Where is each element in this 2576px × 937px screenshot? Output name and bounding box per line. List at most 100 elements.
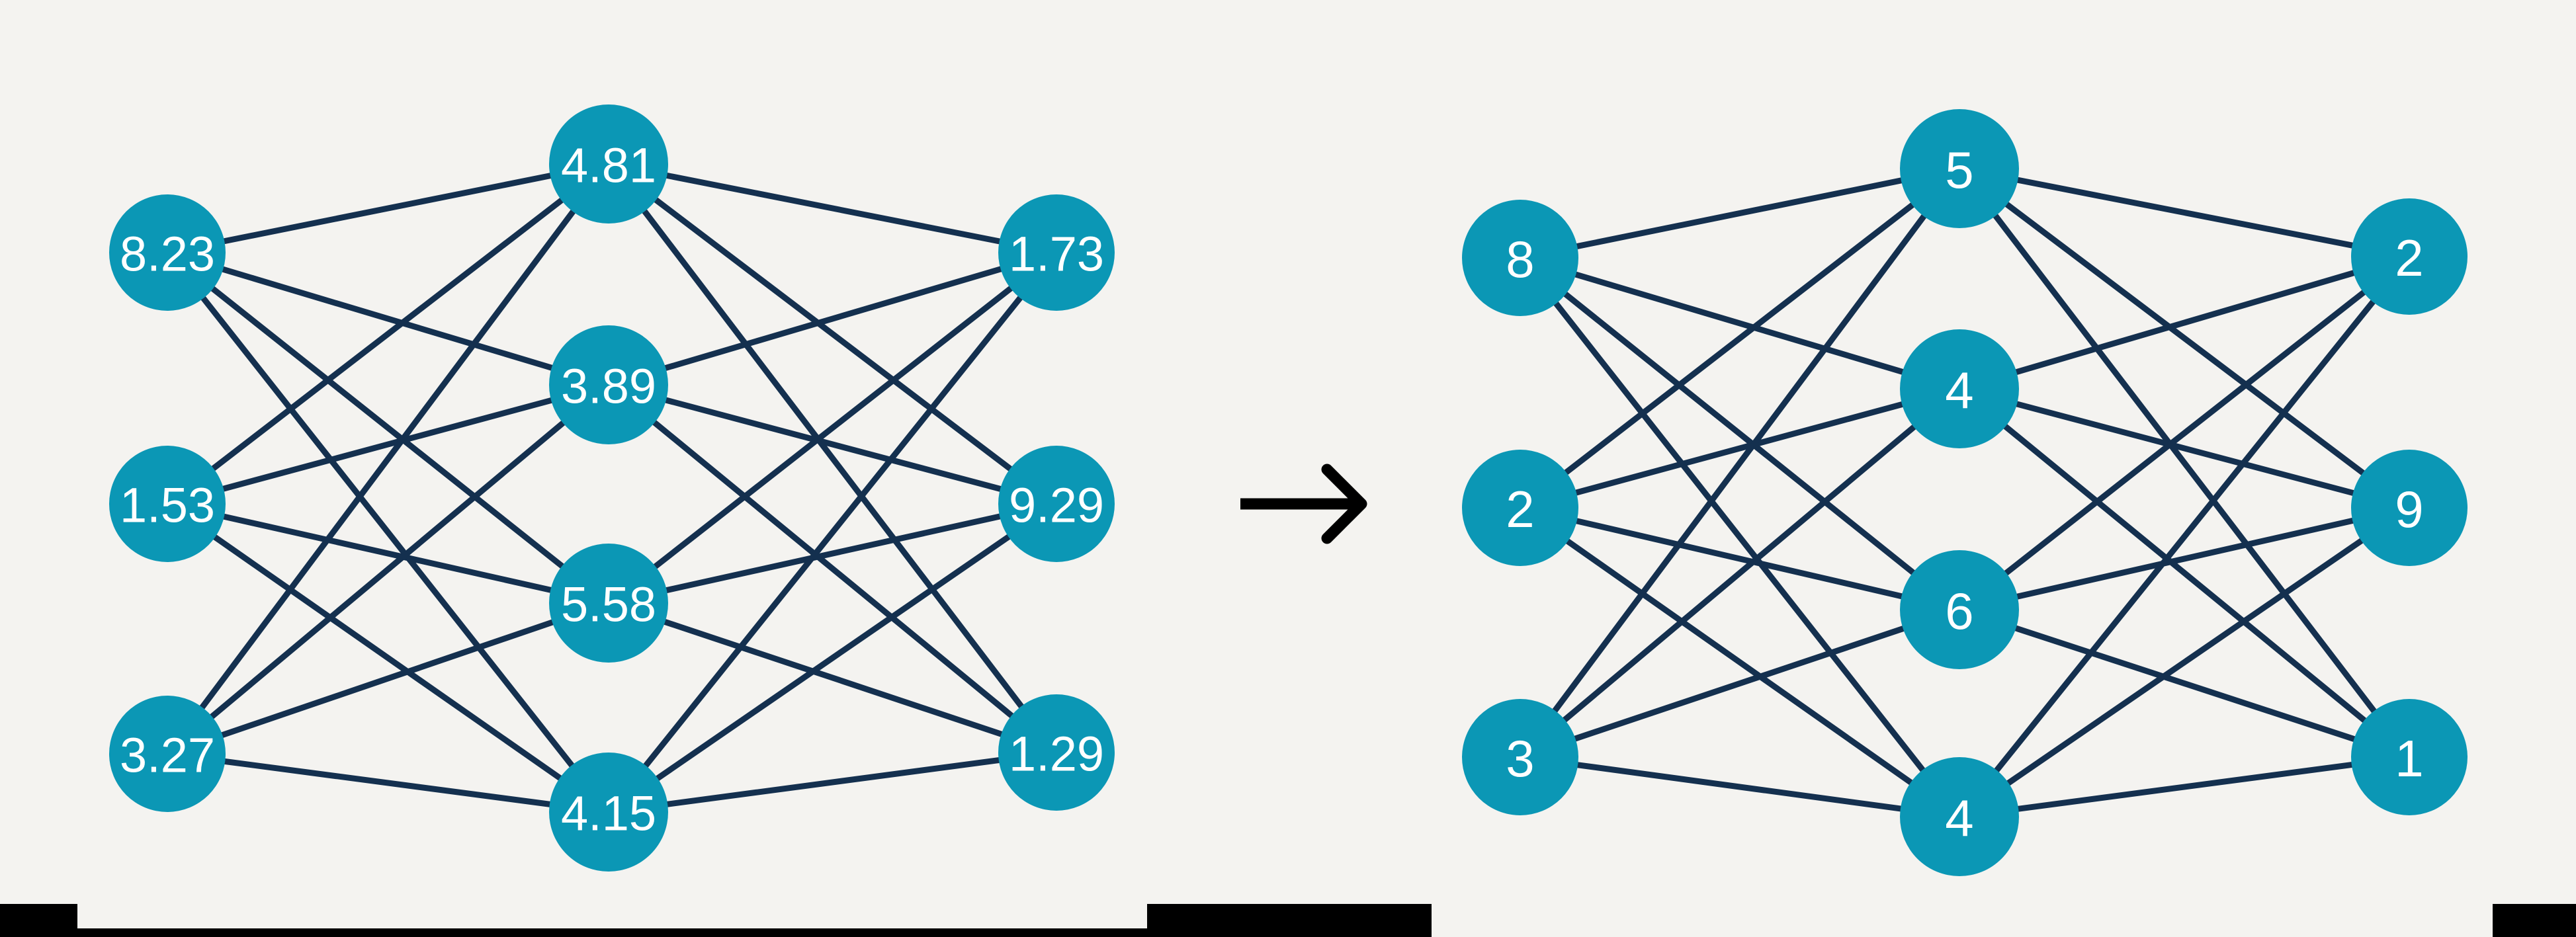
edge [2014, 269, 2356, 376]
node-label: 8.23 [120, 227, 215, 282]
graph-node[interactable]: 4.81 [549, 104, 668, 224]
edge [1562, 290, 1916, 577]
graph-node[interactable]: 1 [2351, 699, 2468, 815]
edge [212, 533, 564, 782]
node-circle[interactable] [1900, 329, 2019, 448]
graph-node[interactable]: 3.27 [109, 696, 226, 812]
edge [210, 196, 565, 472]
graph-node[interactable]: 4 [1900, 329, 2019, 448]
node-circle[interactable] [1462, 699, 1578, 815]
node-circle[interactable] [2351, 699, 2468, 815]
node-circle[interactable] [549, 544, 668, 663]
node-label: 6 [1945, 582, 1973, 640]
node-label: 1.73 [1009, 227, 1104, 282]
graph-node[interactable]: 4.15 [549, 753, 668, 872]
node-label: 8 [1506, 230, 1534, 288]
edge [222, 758, 552, 808]
graph-node[interactable]: 5.58 [549, 544, 668, 663]
edge [2016, 761, 2354, 813]
graph-node[interactable]: 1.73 [998, 194, 1115, 311]
edge [1992, 212, 2378, 715]
edge [663, 265, 1004, 372]
edge [2003, 200, 2366, 477]
edge [2014, 400, 2356, 497]
graph-node[interactable]: 5 [1900, 109, 2019, 228]
node-circle[interactable] [998, 194, 1115, 311]
graph-node[interactable]: 9.29 [998, 446, 1115, 562]
node-circle[interactable] [1900, 757, 2019, 876]
edge [1552, 300, 1926, 774]
graph-node[interactable]: 9 [2351, 450, 2468, 566]
node-label: 5 [1945, 141, 1973, 199]
edge [220, 266, 554, 372]
graph-node[interactable]: 2 [2351, 198, 2468, 315]
node-label: 3.89 [561, 359, 656, 414]
graph-node[interactable]: 1.29 [998, 694, 1115, 811]
edge [220, 397, 554, 493]
graph-node[interactable]: 3 [1462, 699, 1578, 815]
node-label: 3.27 [120, 728, 215, 783]
node-circle[interactable] [1900, 109, 2019, 228]
graph-node[interactable]: 6 [1900, 550, 2019, 669]
node-circle[interactable] [1900, 550, 2019, 669]
bottom-right-bar [2493, 904, 2576, 937]
node-label: 1 [2395, 729, 2423, 788]
node-label: 4 [1945, 789, 1973, 847]
edge [1572, 625, 1906, 743]
edge [663, 397, 1004, 493]
edges-layer [198, 172, 2378, 813]
bottom-center-bar [1147, 904, 1432, 937]
node-label: 9 [2395, 480, 2423, 538]
edge [209, 285, 566, 570]
edge [200, 294, 576, 769]
edge [652, 284, 1014, 570]
node-circle[interactable] [1462, 450, 1578, 566]
graph-node[interactable]: 4 [1900, 757, 2019, 876]
edge [1561, 423, 1918, 723]
node-circle[interactable] [1462, 200, 1578, 316]
graph-node[interactable]: 2 [1462, 450, 1578, 566]
node-circle[interactable] [549, 753, 668, 872]
graph-node[interactable]: 8.23 [109, 194, 226, 311]
node-circle[interactable] [2351, 450, 2468, 566]
node-circle[interactable] [998, 446, 1115, 562]
node-circle[interactable] [109, 696, 226, 812]
node-circle[interactable] [549, 104, 668, 224]
edge [2002, 288, 2367, 577]
edge [2002, 423, 2368, 724]
edge [208, 419, 567, 720]
edge [1993, 298, 2377, 774]
graph-node[interactable]: 1.53 [109, 446, 226, 562]
edge [662, 618, 1004, 738]
node-label: 1.53 [120, 478, 215, 533]
node-circle[interactable] [109, 446, 226, 562]
edge [222, 172, 553, 245]
node-circle[interactable] [109, 194, 226, 311]
edge [2015, 177, 2355, 249]
edge [1563, 201, 1916, 476]
node-circle[interactable] [2351, 198, 2468, 315]
node-circle[interactable] [549, 325, 668, 444]
node-circle[interactable] [998, 694, 1115, 811]
edge [1564, 538, 1914, 786]
transition-arrow [1240, 464, 1367, 544]
graph-node[interactable]: 8 [1462, 200, 1578, 316]
node-label: 4.81 [561, 138, 656, 193]
edge [1575, 761, 1903, 812]
node-label: 4 [1945, 361, 1973, 419]
edge [1574, 517, 1905, 600]
arrow-head-icon [1321, 464, 1367, 544]
edge [651, 419, 1015, 719]
node-label: 2 [2395, 229, 2423, 287]
node-label: 4.15 [561, 786, 656, 841]
edge [1574, 177, 1904, 250]
bottom-baseline-rule [77, 928, 1147, 937]
edge [664, 512, 1002, 594]
edge [219, 618, 556, 739]
edge [2005, 537, 2365, 787]
graph-node[interactable]: 3.89 [549, 325, 668, 444]
edge [1573, 401, 1905, 497]
node-label: 9.29 [1009, 478, 1104, 533]
